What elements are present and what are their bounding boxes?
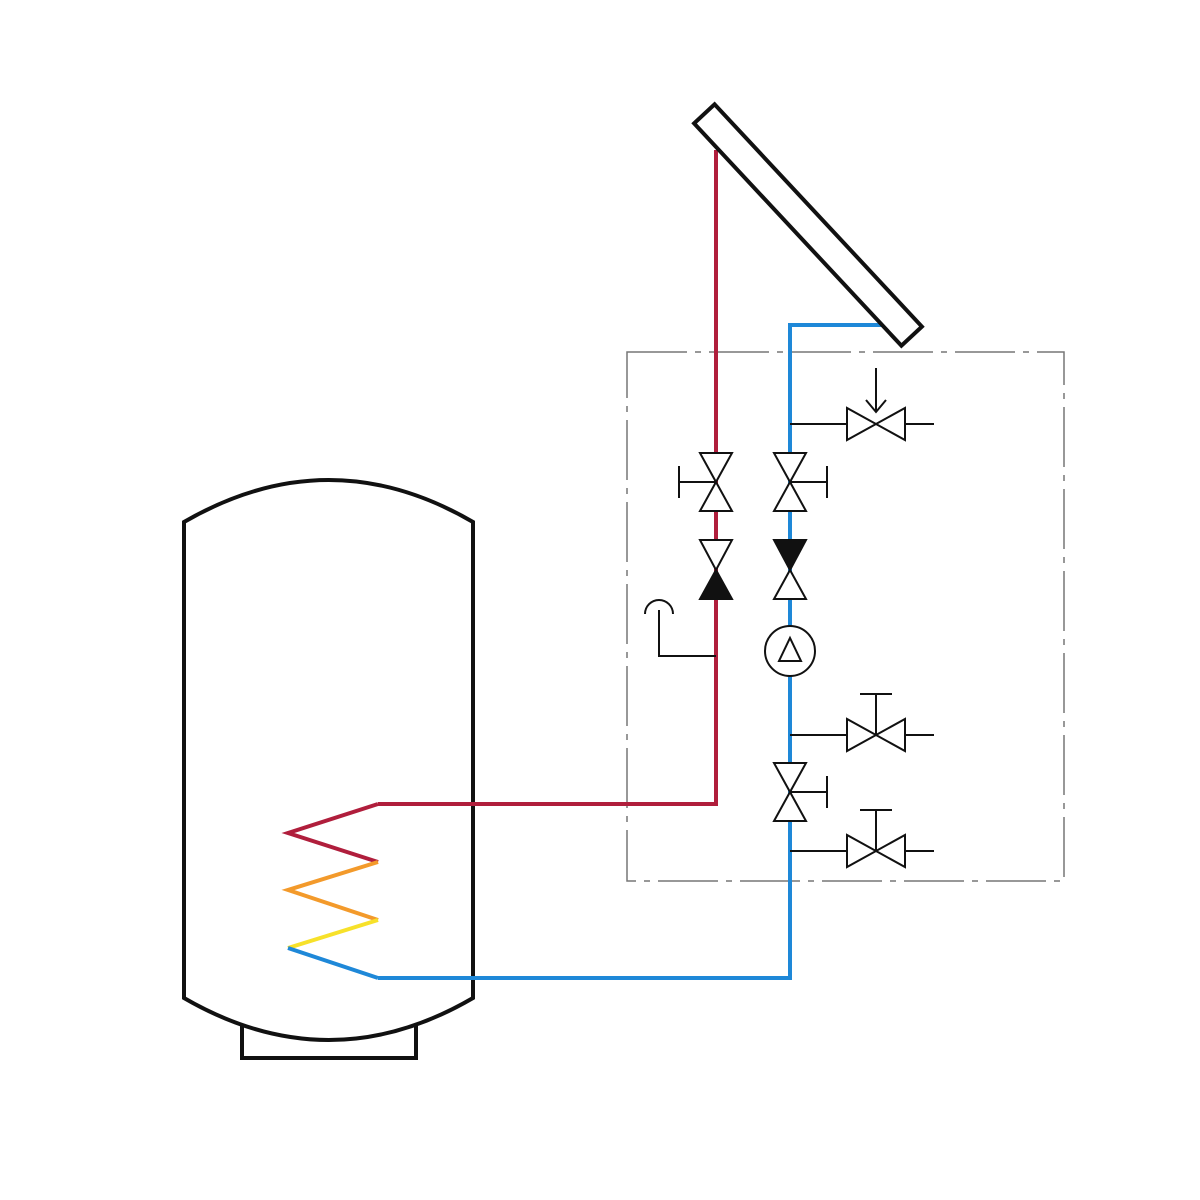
coil-segment-cold [287,946,379,980]
return-shutoff-valve-icon [772,452,828,512]
drain-valve-icon [790,809,934,869]
fill-valve-icon [790,693,934,753]
flow-pipe-hot [378,150,718,806]
safety-valve-icon [790,368,934,442]
heat-exchanger-coil [281,802,379,980]
solar-collector [691,101,925,349]
solar-station-boundary [626,351,1065,882]
flow-check-valve-icon [698,539,734,600]
coil-segment-hot [281,802,379,864]
circulation-pump-icon [764,625,816,677]
coil-segment-warm [281,860,379,922]
thermometer-icon [644,599,716,657]
tank-body [182,478,475,1042]
flow-shutoff-valve-icon [678,452,734,512]
return-check-valve-icon [772,539,808,600]
storage-tank [182,478,475,1060]
lower-shutoff-valve-icon [772,762,828,822]
coil-segment-mid [287,918,379,950]
